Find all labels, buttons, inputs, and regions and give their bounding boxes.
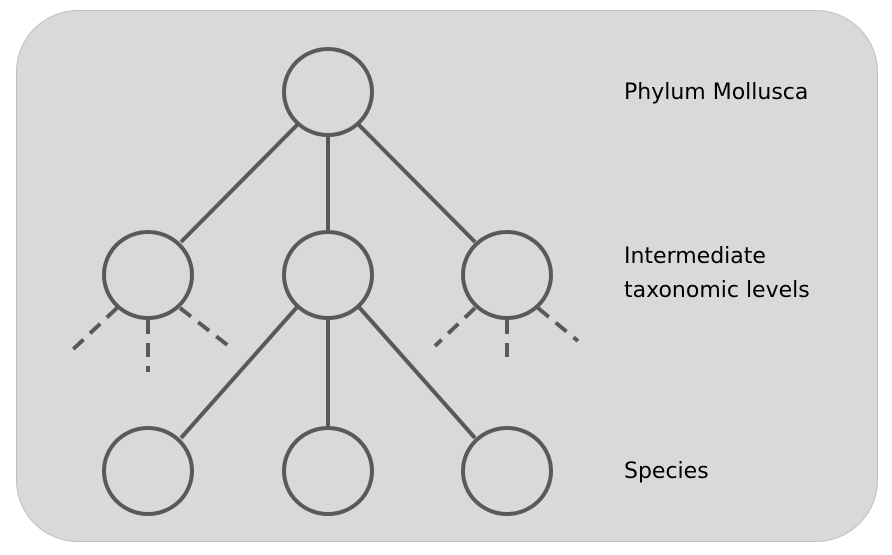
diagram-panel <box>16 10 878 542</box>
edge-root-left <box>179 122 300 244</box>
dashed-branch-right-1 <box>433 306 477 348</box>
edge-mid-right <box>356 304 477 440</box>
node-intermediate-middle <box>282 230 374 320</box>
node-intermediate-left <box>102 230 194 320</box>
label-species: Species <box>624 459 709 484</box>
edge-root-right <box>356 122 477 244</box>
node-species-right <box>461 426 553 516</box>
dashed-branch-left-3 <box>178 306 232 349</box>
node-species-middle <box>282 426 374 516</box>
label-intermediate-line1: Intermediate <box>624 244 766 269</box>
edge-mid-left <box>179 304 300 440</box>
node-intermediate-right <box>461 230 553 320</box>
label-intermediate-levels: Intermediate taxonomic levels <box>624 240 810 308</box>
node-phylum <box>282 47 374 137</box>
label-intermediate-line2: taxonomic levels <box>624 278 810 303</box>
label-phylum: Phylum Mollusca <box>624 80 809 105</box>
dashed-branch-right-3 <box>536 306 580 343</box>
dashed-branch-left-1 <box>65 306 119 357</box>
node-species-left <box>102 426 194 516</box>
